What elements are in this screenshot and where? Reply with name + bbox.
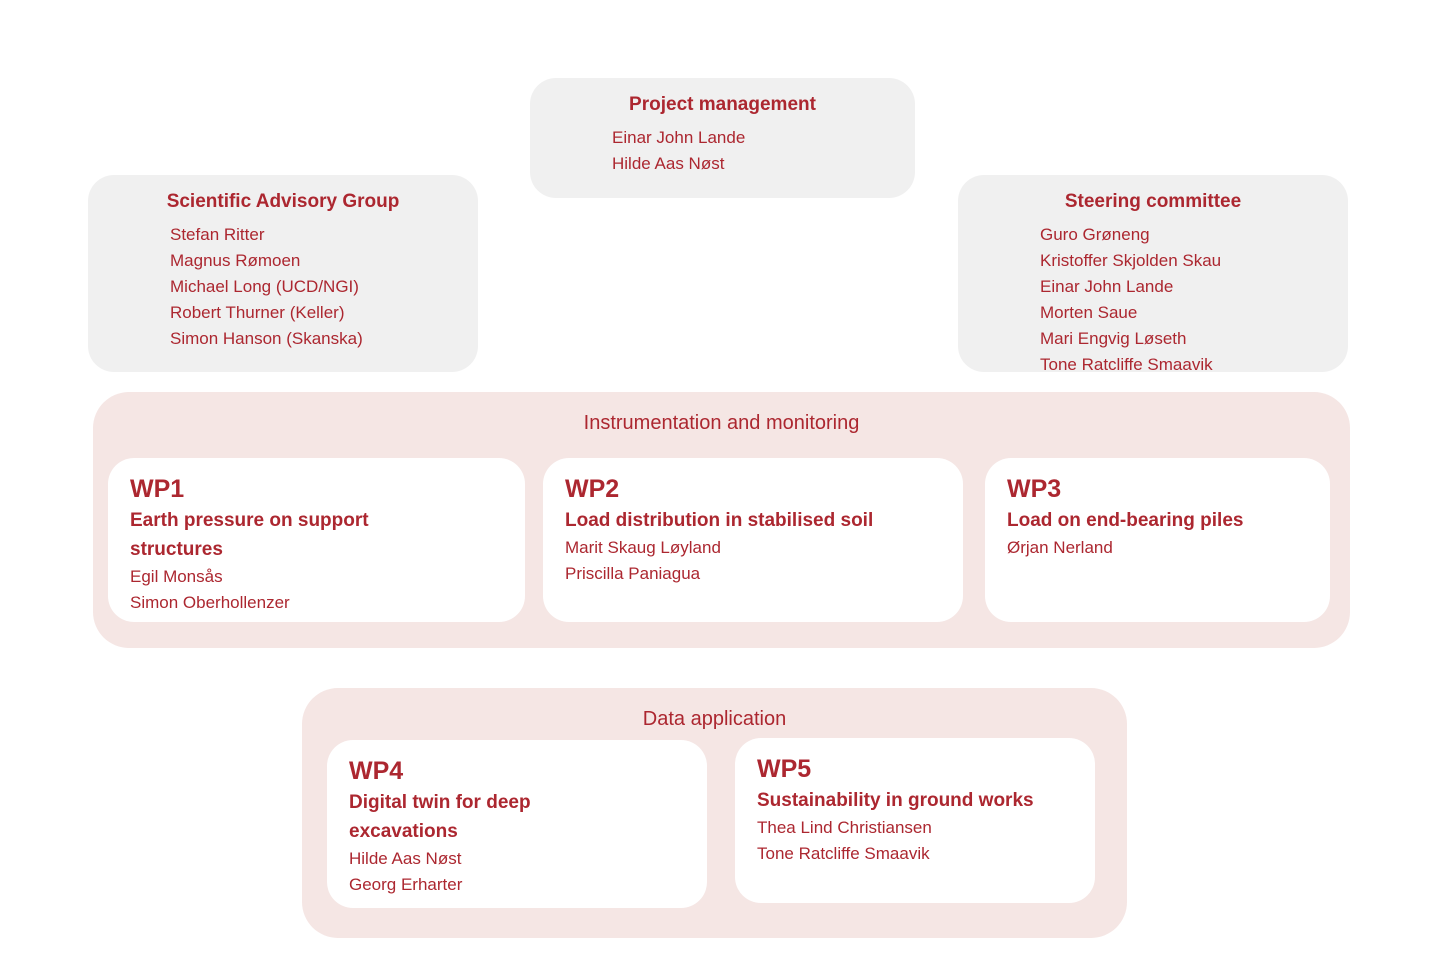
member-name: Einar John Lande <box>1040 277 1174 296</box>
member-name: Morten Saue <box>1040 303 1138 322</box>
band-label-data-application: Data application <box>642 708 787 730</box>
scientific-advisory-group-box: Scientific Advisory Group Stefan Ritter … <box>88 175 478 372</box>
member-name: Georg Erharter <box>349 875 463 895</box>
wp1-id: WP1 <box>130 475 185 503</box>
wp3-id: WP3 <box>1007 475 1062 503</box>
member-name: Mari Engvig Løseth <box>1040 329 1187 348</box>
member-name: Einar John Lande <box>612 128 746 147</box>
member-name: Hilde Aas Nøst <box>612 154 725 173</box>
wp2-card: WP2 Load distribution in stabilised soil… <box>543 458 963 622</box>
project-management-title: Project management <box>629 94 816 115</box>
member-name: Ørjan Nerland <box>1007 537 1113 557</box>
steering-committee-box: Steering committee Guro Grøneng Kristoff… <box>958 175 1348 374</box>
wp1-card: WP1 Earth pressure on support structures… <box>108 458 525 622</box>
member-name: Michael Long (UCD/NGI) <box>170 277 359 296</box>
wp1-title: Earth pressure on support structures <box>130 509 369 560</box>
wp2-id: WP2 <box>565 475 620 503</box>
member-name: Guro Grøneng <box>1040 225 1150 244</box>
wp5-card: WP5 Sustainability in ground works Thea … <box>735 738 1095 903</box>
wp2-title: Load distribution in stabilised soil <box>565 509 874 531</box>
scientific-advisory-group-members: Stefan Ritter Magnus Rømoen Michael Long… <box>88 222 478 352</box>
member-name: Marit Skaug Løyland <box>565 537 721 557</box>
member-name: Egil Monsås <box>130 567 223 587</box>
member-name: Simon Hanson (Skanska) <box>170 329 363 348</box>
member-name: Priscilla Paniagua <box>565 563 701 583</box>
wp3-title: Load on end-bearing piles <box>1007 509 1244 531</box>
member-name: Stefan Ritter <box>170 225 265 244</box>
project-management-box: Project management Einar John Lande Hild… <box>530 78 915 198</box>
wp5-id: WP5 <box>757 755 812 783</box>
project-management-members: Einar John Lande Hilde Aas Nøst <box>530 125 915 177</box>
member-name: Robert Thurner (Keller) <box>170 303 345 322</box>
steering-committee-members: Guro Grøneng Kristoffer Skjolden Skau Ei… <box>958 222 1348 378</box>
member-name: Tone Ratcliffe Smaavik <box>757 843 930 863</box>
wp4-card: WP4 Digital twin for deep excavations Hi… <box>327 740 707 908</box>
wp4-id: WP4 <box>349 757 404 785</box>
member-name: Thea Lind Christiansen <box>757 817 932 837</box>
member-name: Tone Ratcliffe Smaavik <box>1040 355 1213 374</box>
member-name: Simon Oberhollenzer <box>130 593 290 613</box>
wp4-title: Digital twin for deep excavations <box>349 791 531 842</box>
member-name: Kristoffer Skjolden Skau <box>1040 251 1222 270</box>
wp5-title: Sustainability in ground works <box>757 789 1034 811</box>
band-label-instrumentation-and-monitoring: Instrumentation and monitoring <box>583 412 860 434</box>
member-name: Magnus Rømoen <box>170 251 301 270</box>
steering-committee-title: Steering committee <box>1064 191 1242 212</box>
wp3-card: WP3 Load on end-bearing piles Ørjan Nerl… <box>985 458 1330 622</box>
scientific-advisory-group-title: Scientific Advisory Group <box>166 191 400 212</box>
member-name: Hilde Aas Nøst <box>349 849 462 869</box>
